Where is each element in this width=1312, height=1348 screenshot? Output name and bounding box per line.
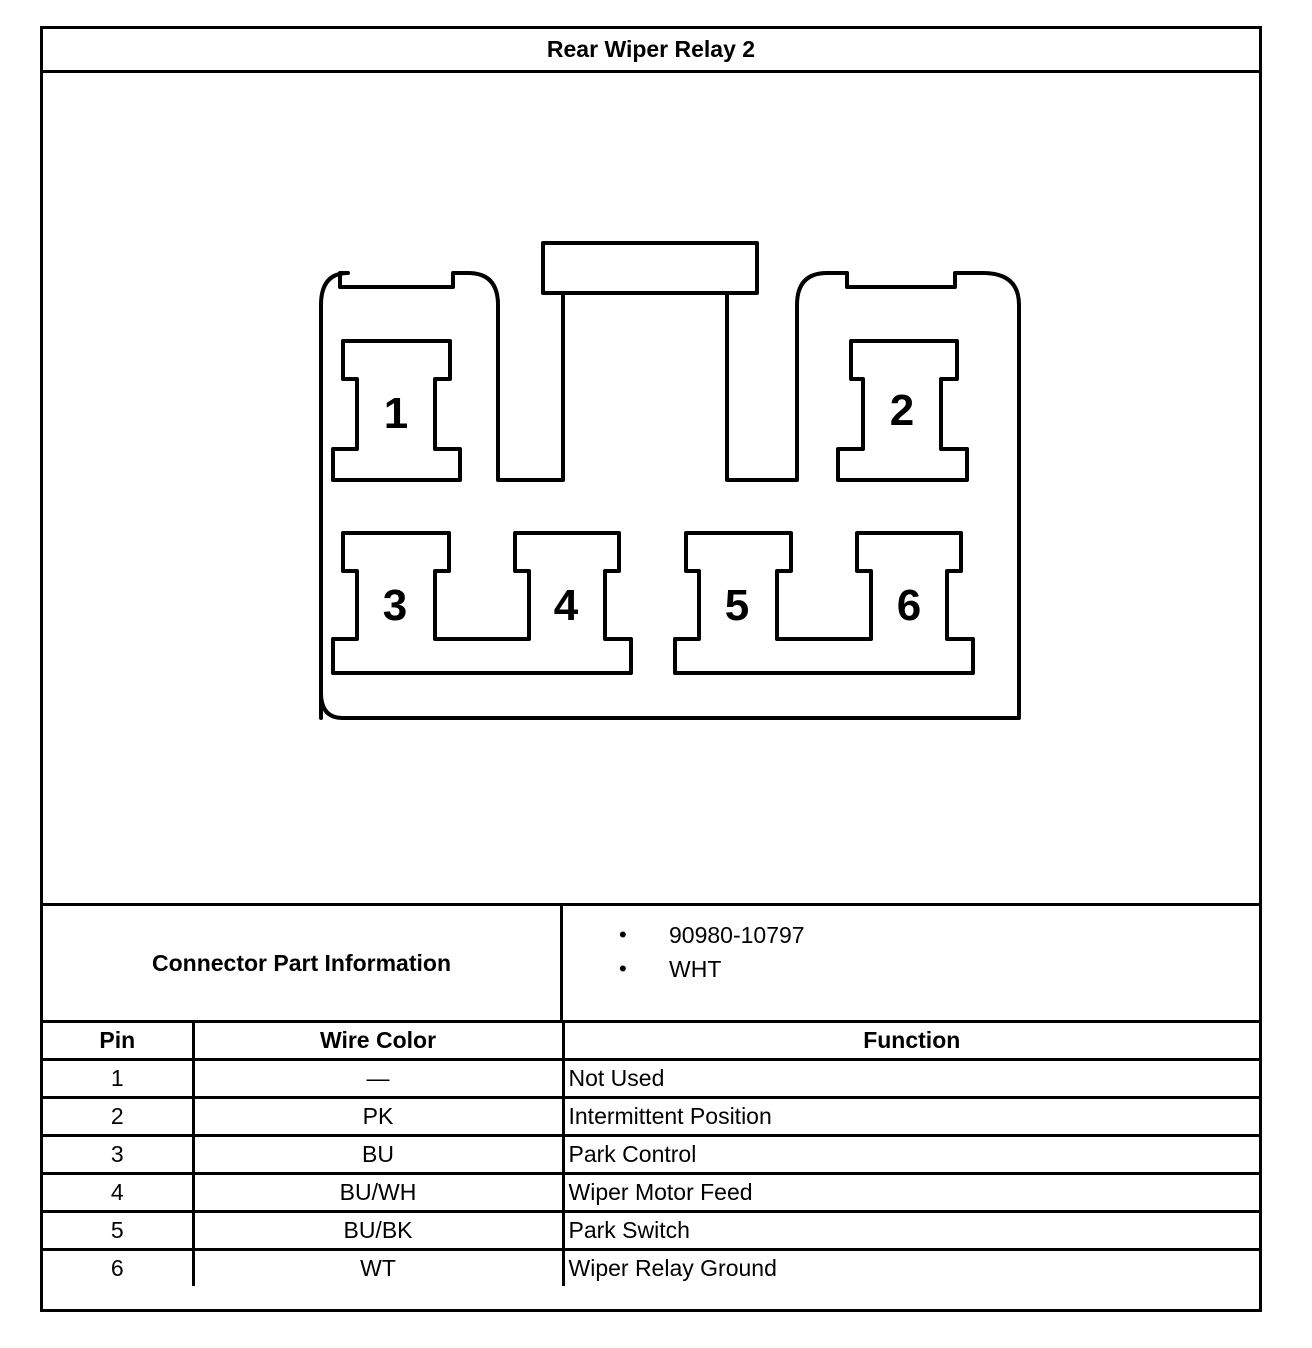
- table-row: 1 — Not Used: [43, 1058, 1259, 1099]
- connector-color: WHT: [669, 956, 722, 982]
- part-info-item: • 90980-10797: [563, 918, 1259, 952]
- pin-5-6-cavity: [673, 531, 975, 675]
- page-title: Rear Wiper Relay 2: [43, 29, 1259, 73]
- bullet-icon: •: [619, 922, 627, 947]
- pin-cell: 1: [43, 1058, 195, 1099]
- part-number: 90980-10797: [669, 922, 805, 948]
- bullet-icon: •: [619, 956, 627, 981]
- pin-cell: 4: [43, 1172, 195, 1213]
- connector-body-outline: [319, 241, 1021, 720]
- pin-label-5: 5: [725, 581, 749, 630]
- pin-1-cavity: [331, 339, 462, 482]
- wire-color-cell: BU/WH: [191, 1172, 565, 1213]
- wire-color-cell: —: [191, 1058, 565, 1099]
- table-row: 4 BU/WH Wiper Motor Feed: [43, 1172, 1259, 1213]
- function-cell: Wiper Relay Ground: [561, 1248, 1259, 1286]
- table-row: 3 BU Park Control: [43, 1134, 1259, 1175]
- pin-header: Pin: [43, 1023, 195, 1061]
- pin-label-4: 4: [554, 581, 579, 630]
- part-info-label: Connector Part Information: [43, 906, 563, 1020]
- function-cell: Park Control: [561, 1134, 1259, 1175]
- pin-2-cavity: [836, 339, 969, 482]
- pin-table-header: Pin Wire Color Function: [43, 1023, 1259, 1061]
- connector-part-info: Connector Part Information • 90980-10797…: [43, 906, 1259, 1023]
- wire-color-cell: PK: [191, 1096, 565, 1137]
- connector-diagram: 1 2 3 4 5 6: [43, 73, 1259, 906]
- pin-cell: 3: [43, 1134, 195, 1175]
- function-cell: Not Used: [561, 1058, 1259, 1099]
- pin-3-4-cavity: [331, 531, 633, 675]
- part-info-list: • 90980-10797 • WHT: [563, 906, 1259, 1032]
- function-cell: Wiper Motor Feed: [561, 1172, 1259, 1213]
- part-info-item: • WHT: [563, 952, 1259, 986]
- wire-color-cell: BU/BK: [191, 1210, 565, 1251]
- pin-table: Pin Wire Color Function 1 — Not Used 2 P…: [43, 1023, 1259, 1286]
- wire-color-header: Wire Color: [191, 1023, 565, 1061]
- pin-label-1: 1: [384, 389, 408, 438]
- wire-color-cell: BU: [191, 1134, 565, 1175]
- function-header: Function: [561, 1023, 1259, 1061]
- wire-color-cell: WT: [191, 1248, 565, 1286]
- connector-frame: Rear Wiper Relay 2 1 2 3 4: [40, 26, 1262, 1312]
- pin-label-6: 6: [897, 581, 921, 630]
- table-row: 5 BU/BK Park Switch: [43, 1210, 1259, 1251]
- pin-cell: 6: [43, 1248, 195, 1286]
- function-cell: Intermittent Position: [561, 1096, 1259, 1137]
- table-row: 2 PK Intermittent Position: [43, 1096, 1259, 1137]
- function-cell: Park Switch: [561, 1210, 1259, 1251]
- pin-cell: 5: [43, 1210, 195, 1251]
- connector-face-svg: 1 2 3 4 5 6: [319, 241, 1021, 720]
- table-row: 6 WT Wiper Relay Ground: [43, 1248, 1259, 1286]
- pin-label-3: 3: [383, 581, 407, 630]
- pin-label-2: 2: [890, 386, 914, 435]
- pin-cell: 2: [43, 1096, 195, 1137]
